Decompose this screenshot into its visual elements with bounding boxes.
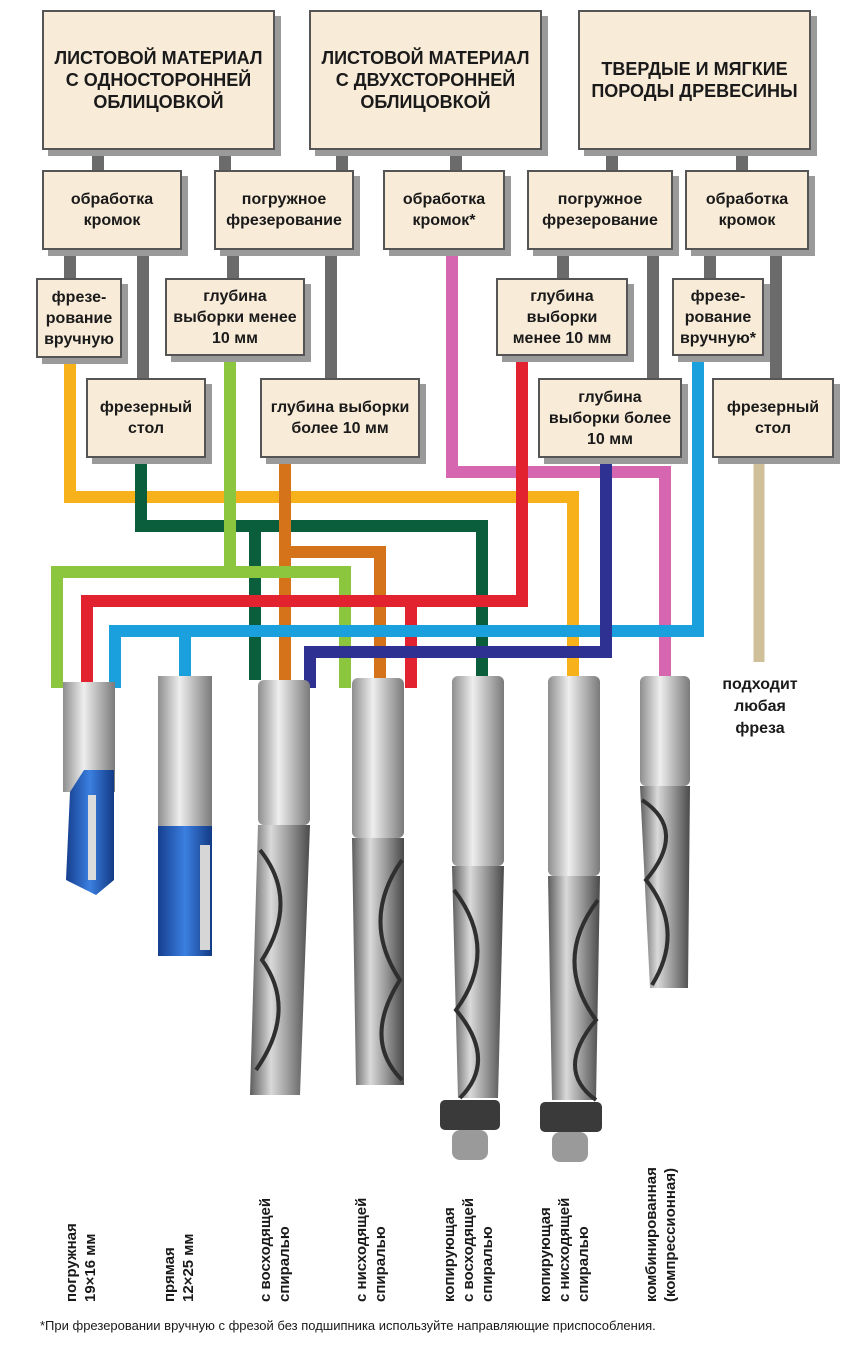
router-bit-upcut: [250, 680, 310, 1095]
operation-label: погружное фрезерование: [542, 191, 658, 229]
route-pink: [446, 250, 671, 680]
operation-label: погружное фрезерование: [226, 191, 342, 229]
route-orange: [279, 458, 386, 680]
category-double-sided: ЛИСТОВОЙ МАТЕРИАЛ С ДВУХСТОРОННЕЙ ОБЛИЦО…: [309, 10, 542, 150]
operation-label: обработка кромок*: [402, 191, 486, 229]
route-blue: [109, 356, 704, 688]
condition-label: фрезерный стол: [99, 399, 193, 437]
category-label: ТВЕРДЫЕ И МЯГКИЕ ПОРОДЫ ДРЕВЕСИНЫ: [591, 59, 798, 101]
bit-label-plunge: погружная 19×16 мм: [63, 1223, 99, 1302]
operation-label: обработка кромок: [70, 191, 154, 229]
router-bit-downcut: [352, 678, 404, 1085]
bit-label-pattern-downcut: копирующая с нисходящей спиралью: [537, 1197, 592, 1302]
bit-label-straight: прямая 12×25 мм: [161, 1233, 197, 1303]
condition-depth-more-2: глубина выборки более 10 мм: [538, 378, 682, 458]
category-label: ЛИСТОВОЙ МАТЕРИАЛ С ОДНОСТОРОННЕЙ ОБЛИЦО…: [54, 48, 263, 112]
bit-label-downcut: с нисходящей спиралью: [353, 1197, 389, 1302]
footnote: *При фрезеровании вручную с фрезой без п…: [40, 1318, 656, 1333]
condition-label: глубина выборки менее 10 мм: [512, 287, 612, 347]
condition-manual-1: фрезе- рование вручную: [36, 278, 122, 358]
operation-plunge-2: погружное фрезерование: [527, 170, 673, 250]
condition-label: фрезерный стол: [726, 399, 820, 437]
condition-router-table-1: фрезерный стол: [86, 378, 206, 458]
route-navy: [304, 458, 612, 688]
operation-edge-3: обработка кромок: [685, 170, 809, 250]
condition-label: глубина выборки менее 10 мм: [173, 287, 297, 347]
condition-label: глубина выборки более 10 мм: [270, 399, 410, 437]
condition-label: фрезе- рование вручную: [44, 288, 114, 348]
gray-links: [64, 150, 782, 378]
condition-router-table-2: фрезерный стол: [712, 378, 834, 458]
operation-plunge-1: погружное фрезерование: [214, 170, 354, 250]
category-solid-wood: ТВЕРДЫЕ И МЯГКИЕ ПОРОДЫ ДРЕВЕСИНЫ: [578, 10, 811, 150]
operation-label: обработка кромок: [705, 191, 789, 229]
route-green-light: [51, 356, 236, 688]
bit-label-pattern-upcut: копирующая с восходящей спиралью: [441, 1197, 496, 1302]
colored-routes: [51, 250, 765, 688]
condition-label: фрезе- рование вручную*: [679, 287, 757, 347]
condition-depth-less-2: глубина выборки менее 10 мм: [496, 278, 628, 356]
condition-depth-more-1: глубина выборки более 10 мм: [260, 378, 420, 458]
any-bit-note: подходит любая фреза: [722, 676, 798, 737]
category-label: ЛИСТОВОЙ МАТЕРИАЛ С ДВУХСТОРОННЕЙ ОБЛИЦО…: [321, 48, 530, 112]
router-bit-compression: [640, 676, 690, 988]
bit-label-compression: комбинированная (компрессионная): [643, 1167, 679, 1302]
condition-depth-less-1: глубина выборки менее 10 мм: [165, 278, 305, 356]
category-single-sided: ЛИСТОВОЙ МАТЕРИАЛ С ОДНОСТОРОННЕЙ ОБЛИЦО…: [42, 10, 275, 150]
router-bit-plunge: [63, 682, 115, 895]
operation-edge-1: обработка кромок: [42, 170, 182, 250]
router-bit-straight: [158, 676, 212, 956]
route-yellow: [64, 358, 579, 680]
bit-label-upcut: с восходящей спиралью: [257, 1197, 293, 1302]
router-bit-pattern-downcut: [540, 676, 602, 1162]
condition-label: глубина выборки более 10 мм: [548, 388, 672, 448]
operation-edge-2: обработка кромок*: [383, 170, 505, 250]
condition-manual-2: фрезе- рование вручную*: [672, 278, 764, 356]
route-red: [81, 356, 528, 688]
router-bit-pattern-upcut: [440, 676, 504, 1160]
